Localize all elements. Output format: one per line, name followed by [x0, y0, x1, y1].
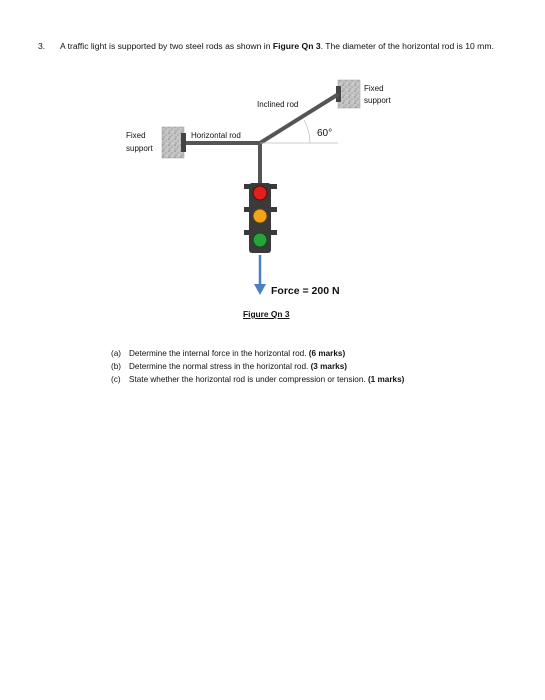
angle-label: 60° [317, 128, 332, 139]
fixed-support-right [337, 79, 361, 109]
part-body: State whether the horizontal rod is unde… [129, 374, 368, 384]
fixed-support-left-label-2: support [126, 144, 153, 153]
force-label: Force = 200 N [271, 285, 340, 297]
force-arrow-head [254, 284, 266, 295]
red-lamp [252, 185, 268, 201]
question-part-c: (c) State whether the horizontal rod is … [111, 374, 531, 387]
question-text-part-2: . The diameter of the horizontal rod is … [320, 41, 494, 51]
question-part-b: (b) Determine the normal stress in the h… [111, 361, 531, 374]
part-label: (c) [111, 374, 121, 384]
part-label: (a) [111, 349, 122, 358]
part-text: State whether the horizontal rod is unde… [129, 374, 404, 387]
fixed-support-right-label-1: Fixed [364, 84, 384, 93]
green-lamp [252, 232, 268, 248]
figure-caption: Figure Qn 3 [243, 309, 290, 319]
part-marks: (1 marks) [367, 374, 405, 384]
fixed-support-left [161, 126, 185, 159]
angle-arc [303, 119, 311, 144]
question-text: A traffic light is supported by two stee… [60, 40, 500, 53]
question-part-a: (a) Determine the internal force in the … [111, 348, 531, 361]
left-mount-plate [181, 133, 186, 152]
part-body: Determine the normal stress in the horiz… [129, 361, 311, 371]
part-text: Determine the internal force in the hori… [129, 348, 345, 361]
inclined-rod-label: Inclined rod [257, 100, 298, 109]
fixed-support-right-label-2: support [364, 96, 391, 105]
middle-visor-2 [244, 230, 277, 235]
traffic-light [244, 183, 277, 253]
part-label: (b) [111, 361, 122, 371]
part-body: Determine the internal force in the hori… [129, 349, 309, 358]
amber-lamp [252, 208, 268, 224]
part-marks: (3 marks) [310, 361, 347, 371]
inclined-rod [258, 93, 339, 145]
fixed-support-left-label-1: Fixed [126, 131, 146, 140]
figure-reference: Figure Qn 3 [272, 41, 321, 51]
part-marks: (6 marks) [308, 349, 346, 358]
part-text: Determine the normal stress in the horiz… [129, 361, 347, 374]
traffic-light-figure: Inclined rod Horizontal rod Fixed suppor… [126, 79, 391, 297]
question-parts: (a) Determine the internal force in the … [111, 348, 531, 386]
question-number: 3. [38, 41, 46, 51]
question-text-part-1: A traffic light is supported by two stee… [60, 41, 273, 51]
horizontal-rod-label: Horizontal rod [191, 131, 241, 140]
